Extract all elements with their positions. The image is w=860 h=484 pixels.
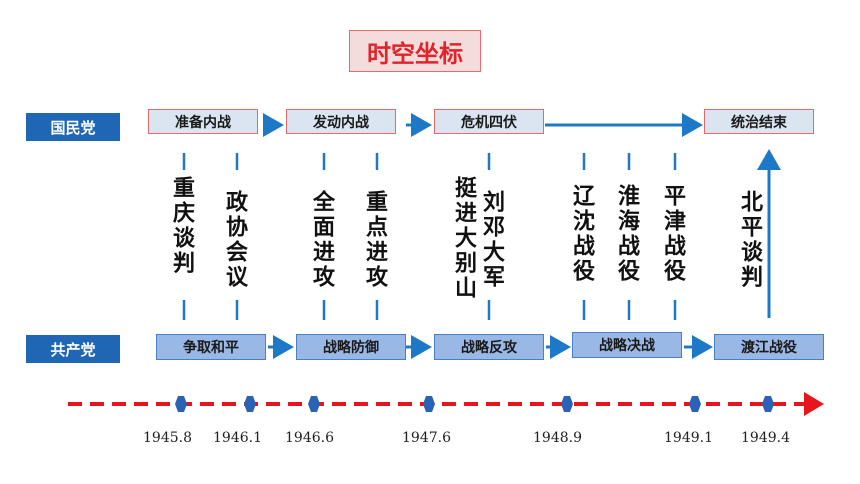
- label-full-offensive: 全面进攻: [309, 190, 335, 290]
- date-1945-8: 1945.8: [143, 430, 192, 446]
- marker-1946-6: [308, 396, 320, 412]
- cpc-event-5: 渡江战役: [714, 334, 824, 360]
- label-chongqing-talks: 重庆谈判: [169, 176, 195, 276]
- marker-1948-9: [561, 396, 573, 412]
- kmt-row-label: 国民党: [26, 113, 120, 141]
- date-1946-1: 1946.1: [213, 430, 262, 446]
- kmt-event-4: 统治结束: [704, 109, 814, 134]
- date-1947-6: 1947.6: [402, 430, 451, 446]
- vertical-ticks: [182, 153, 677, 320]
- label-pingjin-campaign: 平津战役: [660, 184, 686, 284]
- timeline-markers: [175, 396, 774, 412]
- label-liaoshen-campaign: 辽沈战役: [569, 184, 595, 284]
- label-key-offensive: 重点进攻: [362, 190, 388, 290]
- date-1946-6: 1946.6: [285, 430, 334, 446]
- cpc-event-3: 战略反攻: [434, 334, 544, 360]
- cpc-event-2: 战略防御: [296, 334, 406, 360]
- cpc-event-4: 战略决战: [572, 332, 682, 358]
- kmt-event-2: 发动内战: [286, 109, 396, 134]
- label-pcc-meeting: 政协会议: [222, 190, 248, 290]
- label-huaihai-campaign: 淮海战役: [614, 184, 640, 284]
- label-liu-deng-army: 刘邓大军: [479, 190, 505, 290]
- marker-1946-1: [244, 396, 256, 412]
- date-1948-9: 1948.9: [533, 430, 582, 446]
- marker-1949-1: [689, 396, 701, 412]
- label-peiping-talks: 北平谈判: [737, 190, 763, 290]
- marker-1947-6: [423, 396, 435, 412]
- marker-1949-4: [762, 396, 774, 412]
- date-1949-1: 1949.1: [664, 430, 713, 446]
- kmt-event-3: 危机四伏: [434, 109, 544, 134]
- cpc-event-1: 争取和平: [156, 334, 266, 360]
- label-dabie-mountains: 挺进大别山: [451, 176, 477, 301]
- page-title: 时空坐标: [349, 30, 481, 72]
- marker-1945-8: [175, 396, 187, 412]
- date-1949-4: 1949.4: [741, 430, 790, 446]
- cpc-row-label: 共产党: [26, 335, 120, 363]
- kmt-event-1: 准备内战: [148, 109, 258, 134]
